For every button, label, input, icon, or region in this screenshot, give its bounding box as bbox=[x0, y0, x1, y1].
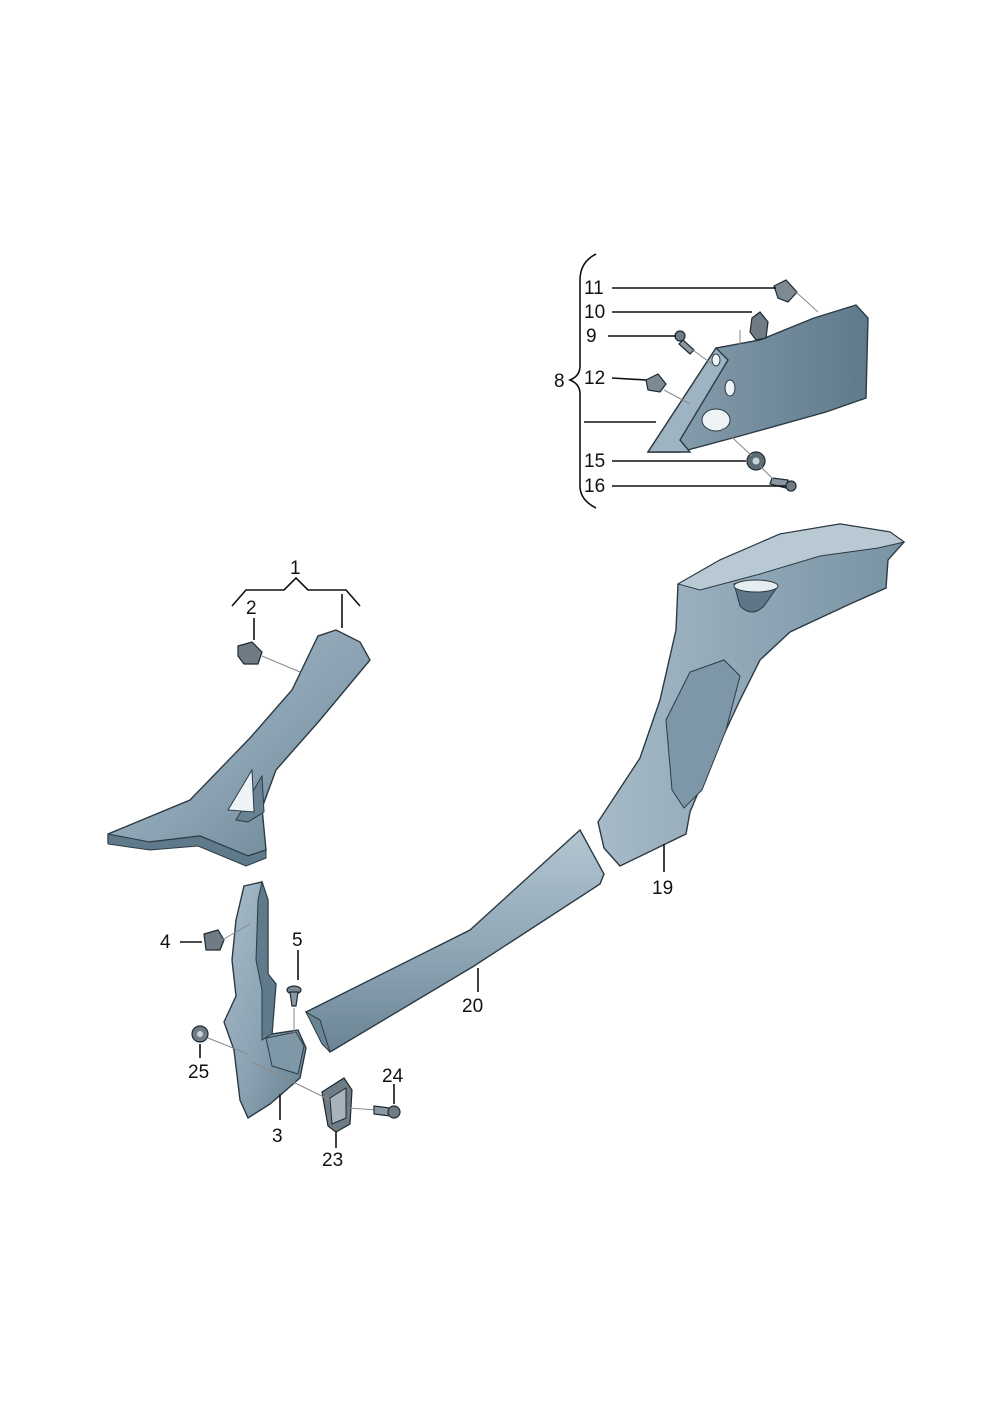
callout-4: 4 bbox=[160, 932, 171, 953]
screw-5-icon bbox=[286, 985, 302, 1007]
bracket-23-icon bbox=[321, 1077, 353, 1133]
callout-16: 16 bbox=[584, 476, 605, 497]
callout-20: 20 bbox=[462, 996, 483, 1017]
callout-3: 3 bbox=[272, 1126, 283, 1147]
callout-25: 25 bbox=[188, 1062, 209, 1083]
washer-15-icon bbox=[746, 451, 766, 471]
sill-trim-body bbox=[305, 828, 605, 1053]
callout-12: 12 bbox=[584, 368, 605, 389]
a-pillar-trim-edge bbox=[107, 833, 267, 867]
bracket-8 bbox=[567, 253, 597, 509]
a-pillar-trim-cutout bbox=[227, 768, 255, 813]
clip-10-icon bbox=[749, 311, 769, 341]
c-pillar-trim-side bbox=[646, 346, 729, 453]
callout-9: 9 bbox=[586, 326, 597, 347]
callout-2: 2 bbox=[246, 598, 257, 619]
b-pillar-lower-trim-foot bbox=[265, 1031, 305, 1075]
rear-side-trim bbox=[597, 523, 906, 867]
sill-trim-edge bbox=[304, 1010, 331, 1053]
clip-4-icon bbox=[203, 929, 225, 951]
bracket-1 bbox=[231, 576, 361, 607]
callout-10: 10 bbox=[584, 302, 605, 323]
callout-19: 19 bbox=[652, 878, 673, 899]
rear-side-trim-recess bbox=[665, 659, 741, 809]
b-pillar-lower-trim-shade bbox=[255, 880, 277, 1041]
a-pillar-trim bbox=[107, 629, 371, 867]
nut-25-icon bbox=[191, 1025, 209, 1043]
callout-1: 1 bbox=[290, 558, 301, 579]
callout-15: 15 bbox=[584, 451, 605, 472]
a-pillar-trim-body bbox=[107, 629, 371, 857]
clip-11-icon bbox=[773, 279, 798, 303]
callout-5: 5 bbox=[292, 930, 303, 951]
rear-side-trim-top bbox=[676, 523, 906, 591]
clip-12-icon bbox=[645, 373, 667, 393]
screw-24-icon bbox=[373, 1105, 401, 1119]
clip-2-icon bbox=[237, 641, 263, 665]
c-pillar-hole-large bbox=[701, 408, 731, 432]
callout-11: 11 bbox=[584, 278, 604, 299]
callout-23: 23 bbox=[322, 1150, 343, 1171]
c-pillar-hole-small bbox=[724, 379, 736, 397]
callout-8: 8 bbox=[554, 371, 565, 392]
callout-24: 24 bbox=[382, 1066, 404, 1087]
b-pillar-lower-trim bbox=[223, 880, 307, 1120]
rear-side-trim-pocket-rim bbox=[733, 579, 779, 593]
c-pillar-slot bbox=[711, 353, 721, 367]
sill-trim bbox=[304, 828, 605, 1053]
screw-9-icon bbox=[674, 330, 695, 355]
c-pillar-trim-assembly bbox=[646, 304, 869, 453]
